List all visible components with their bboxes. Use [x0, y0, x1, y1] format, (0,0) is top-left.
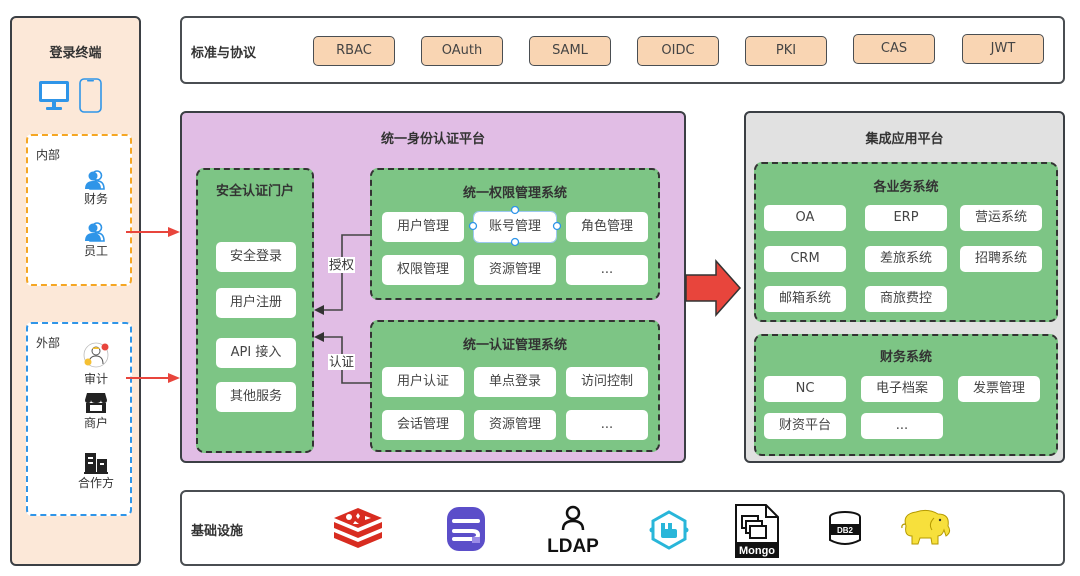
perm-item-user-mgmt[interactable]: 用户管理: [382, 212, 464, 242]
user-auditor-label: 审计: [83, 372, 108, 386]
fin-item-treasury[interactable]: 财资平台: [764, 413, 846, 439]
portal-item-secure-login[interactable]: 安全登录: [216, 242, 296, 272]
mongo-text: Mongo: [739, 545, 775, 557]
login-terminal-panel: 登录终端 内部 财务 员工: [10, 16, 141, 566]
infrastructure-bar: 基础设施 LDAP Mongo: [180, 490, 1065, 566]
security-portal-title: 安全认证门户: [215, 184, 294, 199]
biz-item-oa[interactable]: OA: [764, 205, 846, 231]
rabbitmq-icon: [649, 510, 689, 550]
external-access-arrow: [126, 373, 180, 383]
building-icon: [84, 453, 108, 474]
auditor-icon: [83, 342, 109, 368]
user-finance-label: 财务: [83, 192, 108, 206]
fin-item-invoice[interactable]: 发票管理: [958, 376, 1040, 402]
database-icon: [447, 507, 485, 551]
auth-item-sso[interactable]: 单点登录: [474, 367, 556, 397]
permission-management-system: 统一权限管理系统 用户管理 账号管理 角色管理 权限管理 资源管理 ...: [370, 168, 660, 300]
user-staff: 员工: [74, 222, 118, 259]
business-systems-title: 各业务系统: [873, 180, 939, 195]
standards-label: 标准与协议: [191, 46, 257, 61]
protocol-oidc: OIDC: [637, 36, 719, 66]
finance-systems: 财务系统 NC 电子档案 发票管理 财资平台 ...: [754, 334, 1058, 456]
hadoop-elephant-icon: [901, 509, 951, 545]
integration-flow-arrow: [685, 259, 742, 317]
desktop-monitor-icon: [39, 81, 69, 110]
permission-system-title: 统一权限管理系统: [462, 186, 567, 201]
authentication-management-system: 统一认证管理系统 用户认证 单点登录 访问控制 会话管理 资源管理 ...: [370, 320, 660, 452]
edge-label-authorize: 授权: [328, 257, 356, 273]
protocol-saml: SAML: [529, 36, 611, 66]
perm-item-resource-mgmt[interactable]: 资源管理: [474, 255, 556, 285]
auth-item-access-control[interactable]: 访问控制: [566, 367, 648, 397]
user-partner: 合作方: [72, 452, 120, 491]
auth-item-more[interactable]: ...: [566, 410, 648, 440]
biz-item-recruiting[interactable]: 招聘系统: [960, 246, 1042, 272]
perm-item-permission-mgmt[interactable]: 权限管理: [382, 255, 464, 285]
protocol-jwt: JWT: [962, 34, 1044, 64]
terminal-title: 登录终端: [49, 46, 102, 61]
finance-systems-title: 财务系统: [879, 350, 932, 365]
portal-item-other-services[interactable]: 其他服务: [216, 382, 296, 412]
business-systems: 各业务系统 OA ERP 营运系统 CRM 差旅系统 招聘系统 邮箱系统 商旅费…: [754, 162, 1058, 322]
biz-item-operations[interactable]: 营运系统: [960, 205, 1042, 231]
portal-item-api-access[interactable]: API 接入: [216, 338, 296, 368]
db2-icon: DB2: [829, 511, 861, 545]
internal-access-arrow: [126, 227, 180, 237]
auth-system-title: 统一认证管理系统: [462, 338, 567, 353]
auth-item-user-auth[interactable]: 用户认证: [382, 367, 464, 397]
user-group-icon: [85, 170, 105, 190]
portal-item-register[interactable]: 用户注册: [216, 288, 296, 318]
biz-item-mail[interactable]: 邮箱系统: [764, 286, 846, 312]
perm-item-account-mgmt[interactable]: 账号管理: [473, 211, 557, 243]
ldap-text: LDAP: [547, 536, 599, 556]
identity-platform-title: 统一身份认证平台: [380, 132, 485, 147]
biz-item-erp[interactable]: ERP: [865, 205, 947, 231]
perm-item-role-mgmt[interactable]: 角色管理: [566, 212, 648, 242]
user-group-icon: [85, 222, 105, 242]
protocol-cas: CAS: [853, 34, 935, 64]
user-finance: 财务: [74, 170, 118, 207]
perm-item-more[interactable]: ...: [566, 255, 648, 285]
selection-handles[interactable]: [468, 206, 564, 248]
edge-label-authenticate: 认证: [328, 354, 356, 370]
fin-item-e-archive[interactable]: 电子档案: [861, 376, 943, 402]
fin-item-more[interactable]: ...: [861, 413, 943, 439]
db2-text: DB2: [837, 526, 854, 535]
ldap-icon: LDAP: [547, 505, 599, 556]
auth-item-resource-mgmt[interactable]: 资源管理: [474, 410, 556, 440]
user-staff-label: 员工: [83, 244, 108, 258]
user-auditor: 审计: [74, 340, 118, 387]
storefront-icon: [85, 393, 107, 413]
external-label: 外部: [36, 336, 61, 350]
biz-item-travel[interactable]: 差旅系统: [865, 246, 947, 272]
user-merchant-label: 商户: [83, 416, 108, 430]
biz-item-crm[interactable]: CRM: [764, 246, 846, 272]
external-users-group: 外部 审计 商户: [26, 322, 132, 516]
internal-label: 内部: [36, 148, 61, 162]
biz-item-expense-control[interactable]: 商旅费控: [865, 286, 947, 312]
protocol-oauth: OAuth: [421, 36, 503, 66]
auth-item-session-mgmt[interactable]: 会话管理: [382, 410, 464, 440]
protocol-pki: PKI: [745, 36, 827, 66]
fin-item-nc[interactable]: NC: [764, 376, 846, 402]
redis-icon: [334, 508, 382, 548]
integration-platform-title: 集成应用平台: [865, 132, 944, 147]
protocol-rbac: RBAC: [313, 36, 395, 66]
security-portal: 安全认证门户 安全登录 用户注册 API 接入 其他服务: [196, 168, 314, 453]
user-merchant: 商户: [74, 392, 118, 431]
mobile-phone-icon: [79, 78, 102, 113]
standards-protocols-bar: 标准与协议 RBAC OAuth SAML OIDC PKI CAS JWT: [180, 16, 1065, 84]
infrastructure-label: 基础设施: [191, 524, 244, 539]
mongodb-icon: Mongo: [735, 504, 779, 558]
user-partner-label: 合作方: [77, 476, 114, 490]
internal-users-group: 内部 财务 员工: [26, 134, 132, 286]
